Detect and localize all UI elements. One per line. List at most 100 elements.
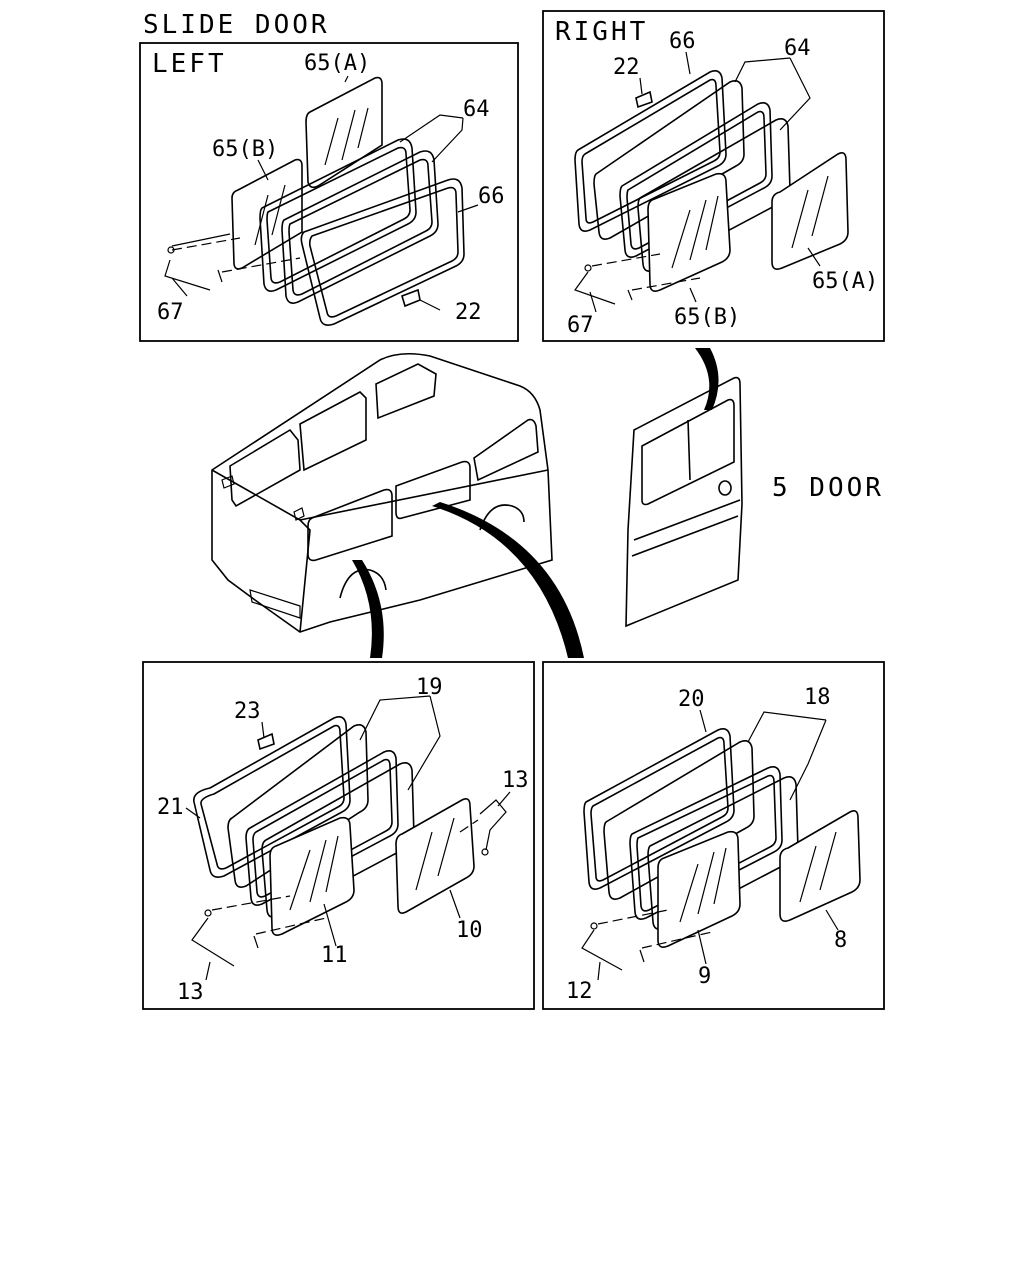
callout-65a: 65(A) (304, 51, 370, 76)
glass-65a-reflection (324, 107, 369, 166)
panel-left-frame (139, 42, 519, 342)
weatherstrip-21-outer (193, 716, 351, 878)
glass-11 (269, 816, 355, 936)
leader-arc-left-window (352, 560, 384, 658)
leader-arc-tailgate (695, 348, 719, 410)
clip-13-left-lines (191, 917, 259, 967)
callout-65a: 65(A) (812, 269, 878, 294)
five-door-label: 5 DOOR (772, 473, 884, 503)
van-rear-bumper (249, 589, 301, 619)
panel-right-label: RIGHT (555, 17, 648, 47)
glass-10 (395, 798, 475, 914)
seal-64-inner (266, 146, 411, 284)
van-mirrors (221, 475, 305, 521)
panel-right-leaders (589, 51, 821, 313)
callout-10: 10 (456, 918, 483, 943)
glass-65a-reflection (791, 175, 829, 249)
panel-bottom-left: 23 19 21 13 10 11 13 (142, 661, 535, 1010)
callout-20: 20 (678, 687, 705, 712)
glass-65a (305, 76, 383, 189)
weatherstrip-21-inner (200, 724, 345, 870)
clip-12-guides (597, 909, 713, 949)
weatherstrip-66-outer (574, 70, 727, 232)
panel-bottom-right: 20 18 8 9 12 (542, 661, 885, 1010)
van-illustration (211, 352, 584, 658)
glass-65b-reflection (254, 184, 286, 246)
weatherstrip-66-outer (300, 178, 465, 326)
clip-67-head (584, 264, 592, 272)
panel-bottom-left-frame (142, 661, 535, 1010)
clip-67-head (167, 246, 175, 254)
glass-9-reflection (679, 847, 727, 923)
clip-67-guides (591, 253, 701, 291)
callout-65b: 65(B) (674, 305, 740, 330)
callout-13-left: 13 (177, 980, 204, 1005)
weatherstrip-66-inner (581, 78, 721, 224)
van-roof-window-1 (299, 391, 367, 472)
van-rear-wheel-arch (339, 568, 387, 599)
van-rear-edge (211, 469, 311, 633)
panel-left-leaders (171, 75, 479, 311)
glass-65b (647, 172, 731, 292)
clip-13-right-head (481, 848, 489, 856)
callout-67: 67 (157, 300, 184, 325)
glass-8 (779, 810, 861, 922)
callout-9: 9 (698, 964, 711, 989)
glass-9 (657, 830, 741, 948)
van-side-window-1 (307, 488, 393, 562)
tailgate-trim (631, 499, 741, 557)
fastener-22 (635, 90, 653, 109)
panel-right-frame (542, 10, 885, 342)
tailgate-body (625, 376, 743, 628)
van-front-wheel-arch (479, 504, 525, 531)
glass-8-reflection (799, 831, 837, 903)
glass-65b-reflection (671, 195, 719, 269)
callout-64: 64 (784, 36, 811, 61)
callout-64: 64 (463, 97, 490, 122)
callout-11: 11 (321, 943, 348, 968)
van-side-window-2 (395, 460, 471, 520)
seal-18b-outer (629, 766, 783, 920)
callout-19: 19 (416, 675, 443, 700)
callout-13-right: 13 (502, 768, 529, 793)
callout-66: 66 (669, 29, 696, 54)
clip-13-right (479, 799, 507, 851)
seal-64-outer (259, 138, 417, 292)
glass-11-reflection (289, 835, 339, 911)
seal-64b-inner (626, 110, 767, 250)
clip-13-left-guides (211, 895, 327, 935)
glass-65a (771, 152, 849, 270)
tailgate-handle (718, 480, 732, 496)
panel-right: RIGHT 66 22 64 65(A) 67 65(B) (542, 10, 885, 342)
seal-19-outer (227, 724, 369, 888)
diagram-title: SLIDE DOOR (143, 10, 330, 40)
seal-64b-outer (619, 102, 773, 258)
seal-19b-inner (252, 758, 393, 898)
seal-18-outer (603, 740, 755, 900)
tailgate-window (641, 398, 735, 506)
seal-64b-outer (281, 150, 439, 304)
callout-18: 18 (804, 685, 831, 710)
callout-12: 12 (566, 979, 593, 1004)
callout-22: 22 (613, 55, 640, 80)
seal-64b-inner (288, 158, 433, 296)
clip-67-guides (171, 237, 301, 273)
clip-12-lines (581, 929, 645, 971)
panel-bottom-right-frame (542, 661, 885, 1010)
seal-19b-outer (245, 750, 399, 906)
van-rear-window (229, 428, 301, 508)
callout-22: 22 (455, 300, 482, 325)
clip-12-head (590, 922, 598, 930)
seal-18b-inner (636, 774, 777, 912)
fastener-22 (401, 288, 421, 308)
van-roofline (299, 469, 549, 521)
callout-67: 67 (567, 313, 594, 338)
leader-arc-right-window (432, 502, 584, 658)
van-roof-window-2 (375, 363, 437, 420)
fastener-23 (257, 732, 275, 751)
panel-bottom-left-leaders (185, 695, 511, 981)
seal-64-outer (593, 80, 745, 240)
clip-67-lines (574, 271, 633, 305)
panel-left-label: LEFT (152, 49, 227, 79)
